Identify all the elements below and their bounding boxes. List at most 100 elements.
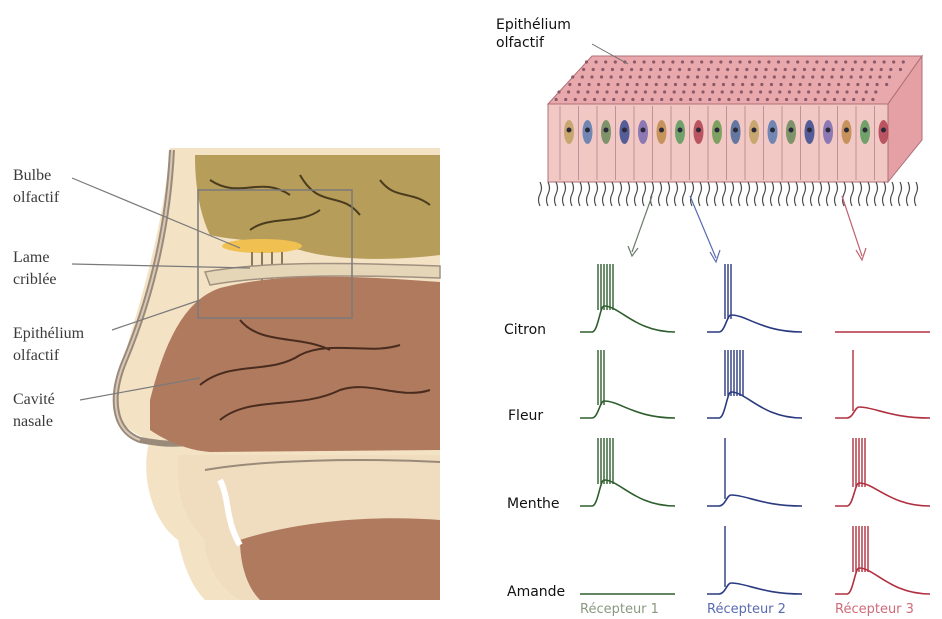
membrane-trace xyxy=(835,407,930,418)
epithelium-dot xyxy=(655,83,658,86)
epithelium-dot xyxy=(741,83,744,86)
trace-citron-r1 xyxy=(580,264,675,332)
epithelium-dot xyxy=(871,98,874,101)
epithelium-dot xyxy=(638,75,641,78)
label-lame-l2: criblée xyxy=(13,271,57,288)
membrane-trace xyxy=(835,483,930,506)
epithelium-dot xyxy=(585,60,588,63)
epithelium-dot xyxy=(785,98,788,101)
cilium xyxy=(747,182,750,206)
epithelium-dot xyxy=(653,90,656,93)
epithelium-dot xyxy=(764,68,767,71)
cilium xyxy=(667,182,670,206)
epithelium-dot xyxy=(777,60,780,63)
epithelium-dot xyxy=(643,60,646,63)
trace-menthe-r1 xyxy=(580,438,675,506)
neuron-nucleus xyxy=(826,128,831,133)
label-epi-right-l1: Epithélium xyxy=(496,17,571,33)
cilium xyxy=(579,182,582,206)
epithelium-dot xyxy=(793,68,796,71)
trace-fleur-r1 xyxy=(580,350,675,418)
epithelium-dot xyxy=(889,68,892,71)
cilium xyxy=(627,182,630,206)
epithelium-dot xyxy=(652,60,655,63)
neuron-nucleus xyxy=(844,128,849,133)
epithelium-dot xyxy=(826,90,829,93)
epithelium-dot xyxy=(892,60,895,63)
epithelium-dot xyxy=(837,83,840,86)
epithelium-dot xyxy=(760,83,763,86)
cilium xyxy=(875,182,878,206)
trace-amande-r3 xyxy=(835,526,930,594)
cilium xyxy=(883,182,886,206)
epithelium-dot xyxy=(878,75,881,78)
epithelium-dot xyxy=(865,90,868,93)
epithelium-dot xyxy=(710,60,713,63)
epithelium-dot xyxy=(583,98,586,101)
epithelium-dot xyxy=(845,90,848,93)
epithelium-dot xyxy=(681,60,684,63)
epithelium-dot xyxy=(711,90,714,93)
cilium xyxy=(643,182,646,206)
trace-fleur-r3 xyxy=(835,350,930,418)
epithelium-dot xyxy=(593,98,596,101)
label-lame: Lame criblée xyxy=(13,249,57,288)
epithelium-dot xyxy=(659,68,662,71)
epithelium-dot xyxy=(616,83,619,86)
label-bulbe: Bulbe olfactif xyxy=(13,167,60,206)
epithelium-dot xyxy=(789,83,792,86)
epithelium-dot xyxy=(775,98,778,101)
epithelium-dot xyxy=(755,68,758,71)
neuron-nucleus xyxy=(733,128,738,133)
epithelium-dot xyxy=(596,90,599,93)
epithelium-dot xyxy=(605,90,608,93)
epithelium-dot xyxy=(571,75,574,78)
label-cavite-l2: nasale xyxy=(13,413,53,430)
neuron-nucleus xyxy=(752,128,757,133)
membrane-trace xyxy=(835,568,930,594)
epithelium-dot xyxy=(708,98,711,101)
epithelium-dot xyxy=(792,75,795,78)
epithelium-dot xyxy=(719,60,722,63)
epithelium-dot xyxy=(778,90,781,93)
epithelium-dot xyxy=(808,83,811,86)
cilium xyxy=(803,182,806,206)
cilium xyxy=(907,182,910,206)
cilium xyxy=(563,182,566,206)
epithelium-dot xyxy=(679,98,682,101)
cilium xyxy=(915,182,918,206)
epithelium-dot xyxy=(769,90,772,93)
epithelium-dot xyxy=(773,75,776,78)
epithelium-dot xyxy=(835,60,838,63)
odor-label-fleur: Fleur xyxy=(508,408,543,424)
epithelium-dot xyxy=(763,75,766,78)
label-bulbe-l1: Bulbe xyxy=(13,167,51,184)
epithelium-dot xyxy=(649,68,652,71)
epithelium-dot xyxy=(754,75,757,78)
epithelium-dot xyxy=(631,98,634,101)
epithelium-dot xyxy=(734,75,737,78)
epithelium-dot xyxy=(603,98,606,101)
epithelium-dot xyxy=(697,68,700,71)
epithelium-dot xyxy=(795,98,798,101)
cilium xyxy=(827,182,830,206)
epithelium-dot xyxy=(662,60,665,63)
epithelium-dot xyxy=(640,68,643,71)
neuron-nucleus xyxy=(863,128,868,133)
label-epithelium-left: Epithélium olfactif xyxy=(13,325,88,364)
epithelium-dot xyxy=(604,60,607,63)
epithelium-dot xyxy=(854,60,857,63)
epithelium-dot xyxy=(557,90,560,93)
cilium xyxy=(755,182,758,206)
cilium xyxy=(571,182,574,206)
epithelium-dot xyxy=(737,98,740,101)
epithelium-dot xyxy=(787,60,790,63)
epithelium-dot xyxy=(725,75,728,78)
cilium xyxy=(795,182,798,206)
epithelium-dot xyxy=(721,90,724,93)
cilium xyxy=(635,182,638,206)
epithelium-dot xyxy=(850,75,853,78)
cilium xyxy=(779,182,782,206)
cilium xyxy=(731,182,734,206)
epithelium-dot xyxy=(644,90,647,93)
